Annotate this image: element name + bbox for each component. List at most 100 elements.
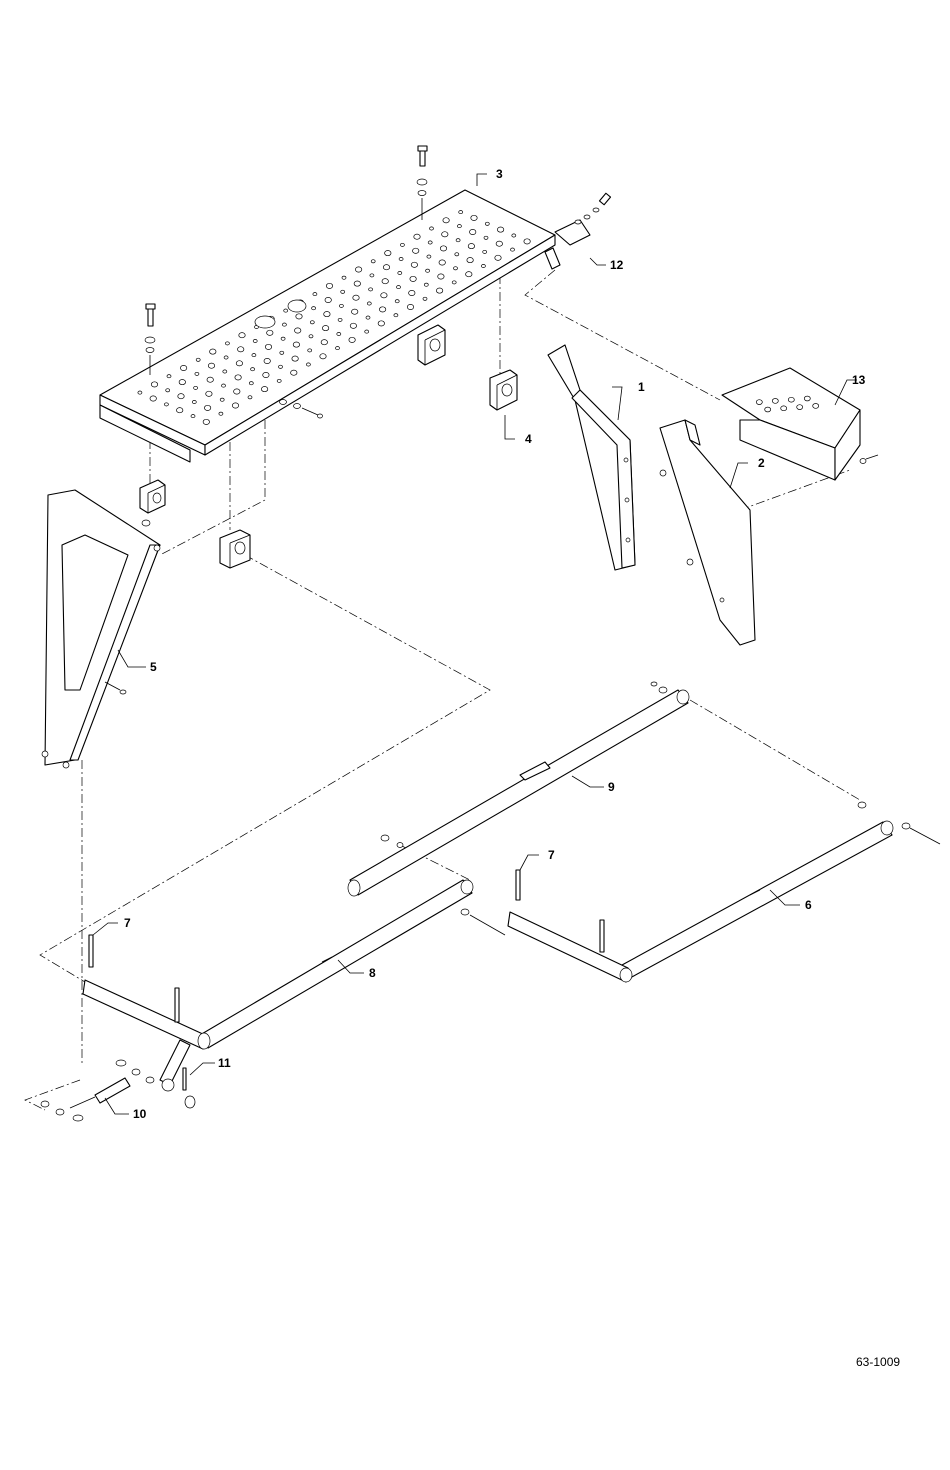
side-frame-part-5 bbox=[42, 490, 160, 768]
perforation-hole bbox=[203, 419, 209, 424]
perforation-hole bbox=[428, 241, 432, 244]
perforation-hole bbox=[207, 377, 213, 382]
perforation-hole bbox=[232, 403, 238, 408]
perforation-hole bbox=[355, 267, 361, 272]
perforation-hole bbox=[423, 297, 427, 300]
callout-5: 5 bbox=[150, 660, 157, 674]
perforation-hole bbox=[468, 244, 474, 249]
perforation-hole bbox=[365, 330, 369, 333]
callout-6: 6 bbox=[805, 898, 812, 912]
perforation-hole bbox=[264, 358, 270, 363]
platform-part-3 bbox=[100, 190, 555, 462]
perforation-hole bbox=[394, 314, 398, 317]
perforation-hole bbox=[385, 251, 391, 256]
perforation-hole bbox=[485, 222, 489, 225]
perforation-hole bbox=[370, 274, 374, 277]
perforation-hole bbox=[312, 307, 316, 310]
perforation-hole bbox=[442, 232, 448, 237]
perforation-hole bbox=[220, 398, 224, 401]
perforation-hole bbox=[236, 361, 242, 366]
bracket-part-12 bbox=[545, 193, 611, 269]
perforation-hole bbox=[167, 375, 171, 378]
perforation-hole bbox=[456, 239, 460, 242]
perforation-hole bbox=[353, 295, 359, 300]
callout-12: 12 bbox=[610, 258, 624, 272]
perforation-hole bbox=[455, 253, 459, 256]
perforation-hole bbox=[219, 412, 223, 415]
perforation-hole bbox=[424, 283, 428, 286]
perforation-hole bbox=[166, 389, 170, 392]
perforation-hole bbox=[397, 286, 401, 289]
perforation-hole bbox=[400, 243, 404, 246]
callout-7-right: 7 bbox=[548, 848, 555, 862]
perforation-hole bbox=[383, 265, 389, 270]
step-hole bbox=[772, 399, 778, 404]
perforation-hole bbox=[426, 269, 430, 272]
perforation-hole bbox=[411, 262, 417, 267]
perforation-hole bbox=[322, 326, 328, 331]
perforation-hole bbox=[325, 297, 331, 302]
perforation-hole bbox=[484, 236, 488, 239]
step-hole bbox=[797, 405, 803, 410]
perforation-hole bbox=[150, 396, 156, 401]
frame-part-8 bbox=[83, 880, 505, 1049]
step-hole bbox=[765, 407, 771, 412]
perforation-hole bbox=[284, 309, 288, 312]
perforation-hole bbox=[395, 300, 399, 303]
step-hole bbox=[804, 396, 810, 401]
perforation-hole bbox=[208, 363, 214, 368]
callout-3: 3 bbox=[496, 167, 503, 181]
perforation-hole bbox=[321, 340, 327, 345]
perforation-hole bbox=[398, 271, 402, 274]
perforation-hole bbox=[252, 354, 256, 357]
perforation-hole bbox=[196, 358, 200, 361]
perforation-hole bbox=[291, 370, 297, 375]
drawing-number: 63-1009 bbox=[856, 1355, 900, 1369]
perforation-hole bbox=[225, 342, 229, 345]
perforation-hole bbox=[267, 330, 273, 335]
perforation-hole bbox=[195, 372, 199, 375]
perforation-hole bbox=[178, 394, 184, 399]
perforation-hole bbox=[337, 332, 341, 335]
perforation-hole bbox=[497, 227, 503, 232]
perforation-hole bbox=[210, 349, 216, 354]
perforation-hole bbox=[293, 342, 299, 347]
perforation-hole bbox=[292, 356, 298, 361]
step-hole bbox=[781, 406, 787, 411]
perforation-hole bbox=[204, 405, 210, 410]
perforation-hole bbox=[371, 260, 375, 263]
perforation-hole bbox=[496, 241, 502, 246]
perforation-hole bbox=[382, 279, 388, 284]
perforation-hole bbox=[457, 225, 461, 228]
callout-10: 10 bbox=[133, 1107, 147, 1121]
callout-2: 2 bbox=[758, 456, 765, 470]
perforation-hole bbox=[512, 234, 516, 237]
perforation-hole bbox=[338, 318, 342, 321]
perforation-hole bbox=[326, 283, 332, 288]
perforation-hole bbox=[164, 403, 168, 406]
callout-11: 11 bbox=[218, 1056, 231, 1070]
perforation-hole bbox=[320, 354, 326, 359]
perforation-hole bbox=[279, 365, 283, 368]
perforation-hole bbox=[467, 258, 473, 263]
perforation-hole bbox=[280, 351, 284, 354]
perforation-hole bbox=[313, 293, 317, 296]
callout-4: 4 bbox=[525, 432, 532, 446]
perforation-hole bbox=[341, 290, 345, 293]
perforation-hole bbox=[481, 264, 485, 267]
perforation-hole bbox=[281, 337, 285, 340]
perforation-hole bbox=[310, 321, 314, 324]
perforation-hole bbox=[366, 316, 370, 319]
perforation-hole bbox=[349, 337, 355, 342]
perforation-hole bbox=[471, 215, 477, 220]
perforation-hole bbox=[454, 267, 458, 270]
perforation-hole bbox=[407, 304, 413, 309]
perforation-hole bbox=[430, 227, 434, 230]
perforation-hole bbox=[483, 250, 487, 253]
perforation-hole bbox=[194, 386, 198, 389]
perforation-hole bbox=[410, 276, 416, 281]
callout-9: 9 bbox=[608, 780, 615, 794]
perforation-hole bbox=[180, 365, 186, 370]
perforation-hole bbox=[223, 370, 227, 373]
frame-part-6 bbox=[508, 802, 940, 982]
